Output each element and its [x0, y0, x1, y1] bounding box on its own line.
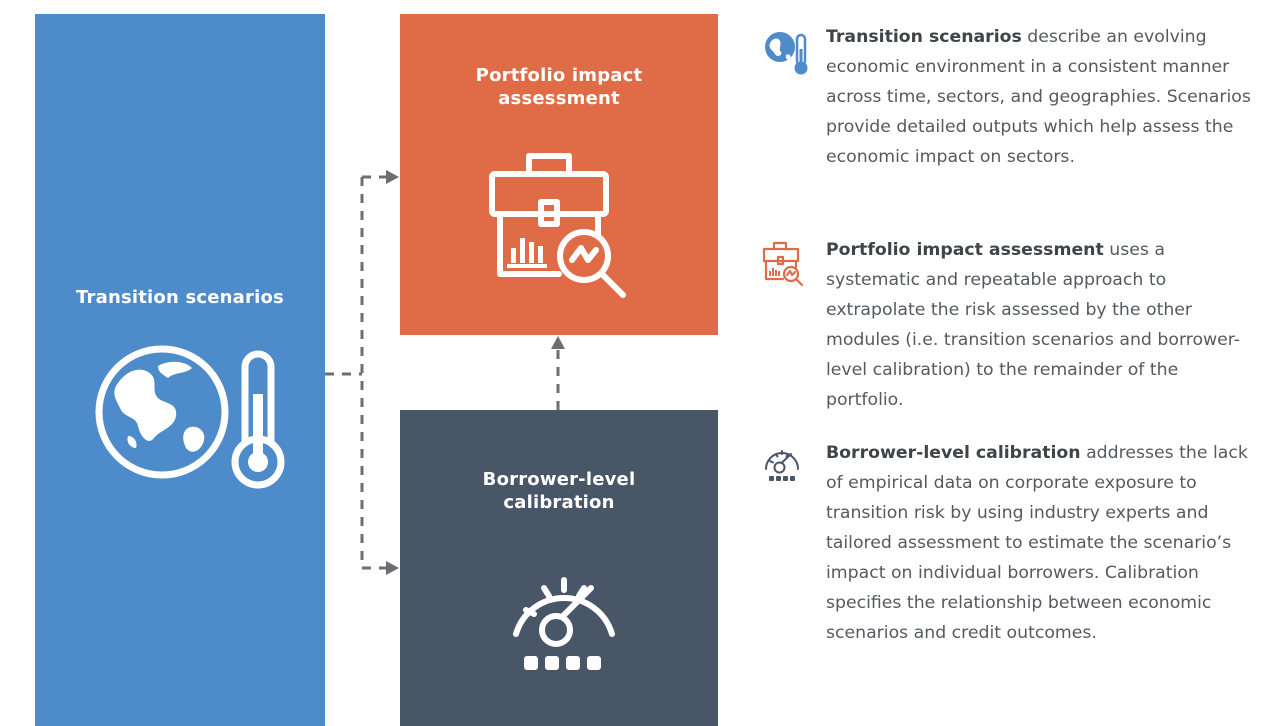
description-borrower-calibration: Borrower-level calibration addresses the… — [826, 438, 1251, 648]
text-portfolio-impact: uses a systematic and repeatable approac… — [826, 240, 1241, 410]
text-borrower-calibration: addresses the lack of empirical data on … — [826, 443, 1248, 643]
briefcase-magnifier-icon — [762, 241, 804, 287]
briefcase-magnifier-icon — [489, 153, 626, 298]
globe-thermometer-icon — [95, 345, 285, 489]
globe-thermometer-icon — [765, 32, 808, 75]
description-portfolio-impact: Portfolio impact assessment uses a syste… — [826, 235, 1251, 415]
term-transition-scenarios: Transition scenarios — [826, 27, 1022, 47]
term-borrower-calibration: Borrower-level calibration — [826, 443, 1081, 463]
text-transition-scenarios: describe an evolving economic environmen… — [826, 27, 1251, 167]
description-transition-scenarios: Transition scenarios describe an evolvin… — [826, 22, 1251, 172]
term-portfolio-impact: Portfolio impact assessment — [826, 240, 1104, 260]
transition-scenarios-panel: Transition scenarios — [35, 14, 325, 726]
transition-scenarios-title: Transition scenarios — [76, 287, 284, 308]
portfolio-impact-title: Portfolio impact assessment — [475, 65, 643, 109]
borrower-calibration-title: Borrower-level calibration — [482, 469, 636, 513]
portfolio-impact-panel: Portfolio impact assessment — [400, 14, 718, 335]
borrower-calibration-panel: Borrower-level calibration — [400, 410, 718, 726]
gauge-icon — [765, 450, 799, 481]
gauge-icon — [513, 577, 615, 670]
